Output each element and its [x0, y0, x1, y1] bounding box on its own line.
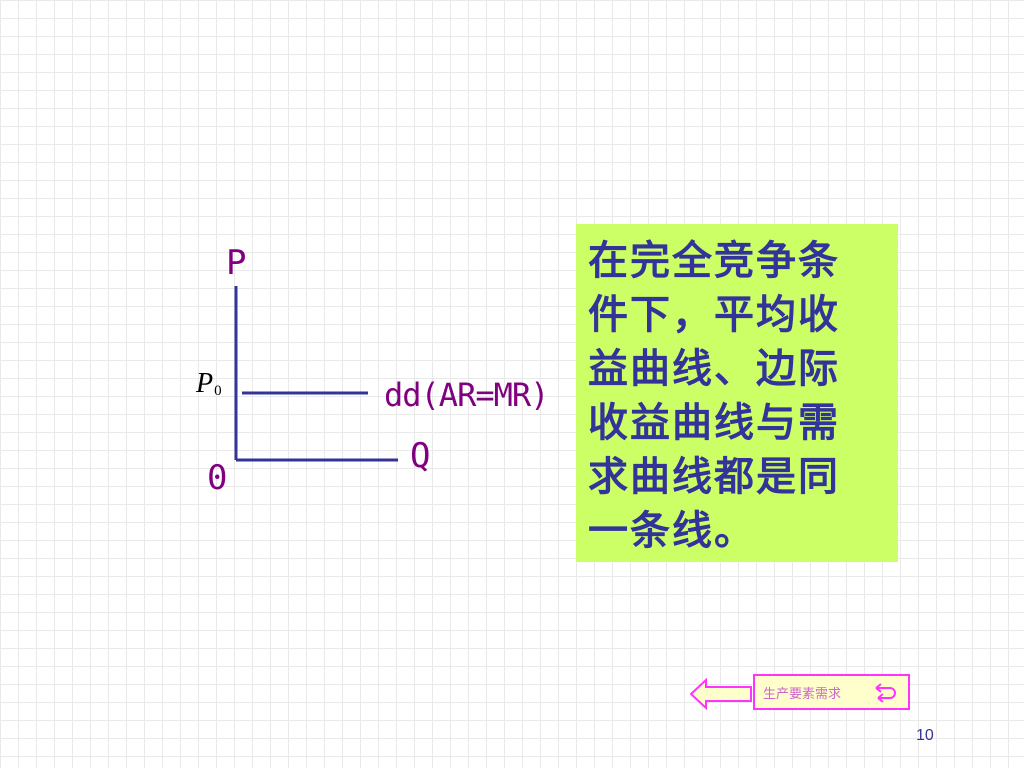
y-axis-label: P	[226, 243, 247, 283]
curve-label: dd(AR=MR)	[384, 376, 549, 414]
price-level-subscript: 0	[214, 383, 222, 399]
explanation-note: 在完全竞争条件下，平均收益曲线、边际收益曲线与需求曲线都是同一条线。	[576, 224, 898, 562]
nav-link-button[interactable]: 生产要素需求	[753, 674, 910, 710]
left-arrow-icon[interactable]	[690, 678, 752, 710]
nav-link-label: 生产要素需求	[763, 686, 842, 702]
price-level-label: P0	[196, 368, 222, 400]
origin-label: 0	[207, 458, 228, 498]
price-level-symbol: P	[196, 368, 214, 399]
return-arrow-icon	[875, 683, 896, 703]
x-axis-label: Q	[410, 436, 431, 476]
page-number: 10	[916, 727, 934, 744]
